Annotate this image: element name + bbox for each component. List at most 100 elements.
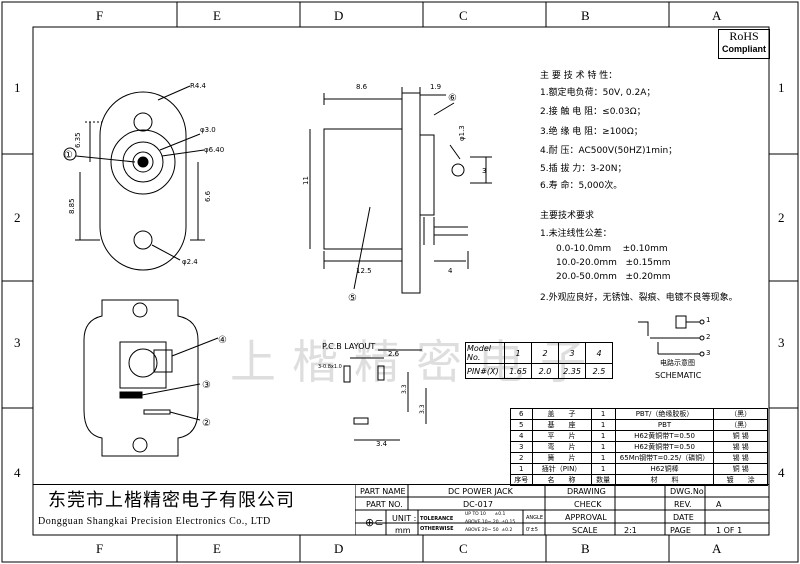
pcb-hole-label: 3-0.8x1.0 <box>318 364 342 370</box>
zone-row-1-left: 1 <box>14 80 21 95</box>
spec-item-5: 5.插 拔 力：3-20N； <box>540 164 627 174</box>
pcb-dim-a: 2.6 <box>388 350 400 358</box>
title-block <box>33 484 769 536</box>
req-item-1: 1.未注线性公差： <box>540 229 612 239</box>
zone-col-b-top: B <box>581 8 590 23</box>
bom-cell: 6 <box>510 408 533 420</box>
zone-row-1-right: 1 <box>778 80 785 95</box>
zone-col-d-top: D <box>334 8 344 23</box>
bom-cell: 簧 片 <box>531 452 592 464</box>
zone-row-4-right: 4 <box>778 465 785 480</box>
req-item-5: 2.外观应良好，无锈蚀、裂痕、电镀不良等现象。 <box>540 293 738 303</box>
bom-cell: 1 <box>590 441 616 453</box>
bom-cell: 4 <box>510 430 533 442</box>
zone-row-3-right: 3 <box>778 335 785 350</box>
pin-table-row-3: 2.35 <box>558 363 586 379</box>
spec-item-2: 2.接 触 电 阻：≤0.03Ω； <box>540 107 646 117</box>
zone-col-f-bottom: F <box>96 541 104 556</box>
bom-cell: 锡 锡 <box>713 452 768 464</box>
bom-cell: 镀 涂 <box>713 474 768 486</box>
rohs-stamp: RoHS Compliant <box>718 29 770 59</box>
bom-cell: 2 <box>510 452 533 464</box>
pcb-dim-b: 3.4 <box>376 440 388 448</box>
side-body <box>323 128 403 250</box>
zone-col-d-bottom: D <box>334 541 344 556</box>
callout-4-bottom: ④ <box>218 335 227 346</box>
callout-1-front: ① <box>64 150 73 161</box>
bom-cell: H62铜棒 <box>614 463 715 475</box>
schematic-pin-3: 3 <box>706 349 711 357</box>
title-block-grid <box>355 484 769 535</box>
zone-col-e-bottom: E <box>213 541 221 556</box>
angle-label: ANGLE <box>526 515 543 521</box>
zone-col-e-top: E <box>213 8 221 23</box>
zone-col-f-top: F <box>96 8 104 23</box>
pcb-layout-label: P.C.B LAYOUT <box>322 342 376 351</box>
bom-cell: 5 <box>510 419 533 431</box>
callout-6-side: ⑥ <box>448 93 457 104</box>
pin-table-head-0: Model No. <box>465 342 505 364</box>
req-item-4: 20.0-50.0mm ±0.20mm <box>556 272 671 282</box>
approval-label: APPROVAL <box>565 513 607 522</box>
zone-col-a-bottom: A <box>712 541 722 556</box>
zone-row-4-left: 4 <box>14 465 21 480</box>
dim-d1: φ3.0 <box>200 126 216 134</box>
jack-body-mid <box>122 141 164 183</box>
spec-item-6: 6.寿 命：5,000次。 <box>540 181 623 191</box>
dim-h2: 8.85 <box>68 198 76 214</box>
bom-cell: 数量 <box>590 474 616 486</box>
side-flange <box>401 92 421 294</box>
spec-item-1: 1.额定电负荷：50V, 0.2A； <box>540 88 656 98</box>
zone-col-b-bottom: B <box>581 541 590 556</box>
tolerance-row-3: ABOVE 20~ 50 ±0.2 <box>465 528 513 533</box>
tolerance-label: TOLERANCE <box>420 516 454 522</box>
dim-side-d: φ1.3 <box>458 125 466 141</box>
bom-cell: （黑） <box>713 408 768 420</box>
dim-d2: φ6.40 <box>204 146 224 154</box>
bom-cell: H62黄铜带T=0.50 <box>614 430 715 442</box>
bom-cell: （黑） <box>713 419 768 431</box>
pin-table-head-2: 2 <box>531 342 559 364</box>
dim-side-w4: 4 <box>448 267 453 275</box>
bom-cell: 1 <box>590 430 616 442</box>
pin-table-row-4: 2.5 <box>585 363 613 379</box>
spec-item-4: 4.耐 压：AC500V(50HZ)1min； <box>540 146 678 156</box>
side-view: 8.6 1.9 11 φ1.3 3 12.5 4 ⑥ ⑤ <box>302 83 492 304</box>
tolerance-row-1: UP TO 10 ±0.1 <box>465 512 506 517</box>
bom-cell: 基 座 <box>531 419 592 431</box>
bom-cell: PBT/（绝缘胶板） <box>614 408 715 420</box>
zone-row-3-left: 3 <box>14 335 21 350</box>
date-label: DATE <box>673 513 694 522</box>
callout-3-bottom: ③ <box>202 380 211 391</box>
pin-table-row-1: 1.65 <box>504 363 532 379</box>
rev-label: REV. <box>674 500 692 509</box>
req-item-2: 0.0-10.0mm ±0.10mm <box>556 244 668 254</box>
pin-table-head-1: 1 <box>504 342 532 364</box>
mount-hole-bottom <box>133 230 153 250</box>
dim-radius: R4.4 <box>190 82 207 90</box>
dim-side-w2: 1.9 <box>430 83 441 91</box>
bom-cell: 弯 片 <box>531 441 592 453</box>
req-title: 主要技术要求 <box>540 211 595 221</box>
drawing-label: DRAWING <box>567 487 606 496</box>
schematic-symbol <box>638 315 705 357</box>
req-item-3: 10.0-20.0mm ±0.15mm <box>556 258 671 268</box>
dwg-no-label: DWG.No. <box>670 487 707 496</box>
zone-col-a-top: A <box>712 8 722 23</box>
page-value: 1 OF 1 <box>716 526 743 535</box>
bom-cell: 3 <box>510 441 533 453</box>
part-no-label: PART NO. <box>366 500 403 509</box>
jack-body-outer <box>110 129 176 195</box>
pin-table-row-0: PIN#(X) <box>465 363 505 379</box>
mount-hole-top <box>133 112 153 132</box>
scale-label: SCALE <box>572 526 598 535</box>
scale-value: 2:1 <box>624 526 637 535</box>
bom-cell: PBT <box>614 419 715 431</box>
bom-cell: 1 <box>590 408 616 420</box>
